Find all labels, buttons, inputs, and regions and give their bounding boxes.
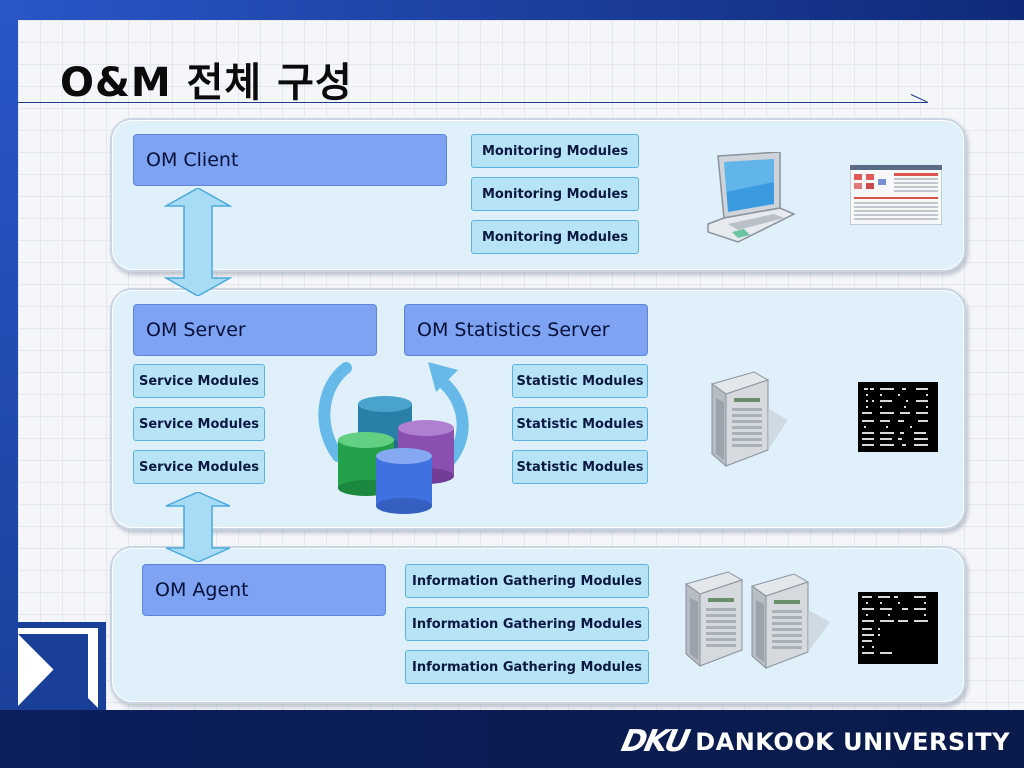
om-server-box: OM Server [133, 304, 377, 356]
service-module-1: Service Modules [133, 364, 265, 398]
frame-top-bar [0, 0, 1024, 20]
service-module-2: Service Modules [133, 407, 265, 441]
slide-title: O&M 전체 구성 [60, 60, 353, 106]
corner-decoration [18, 622, 106, 710]
frame-left-bar [0, 0, 18, 768]
service-module-3: Service Modules [133, 450, 265, 484]
dashboard-screenshot-icon [850, 165, 942, 225]
footer-bar [0, 710, 1024, 768]
slide-canvas: O&M 전체 구성 OM Client Monitoring Modules M… [18, 20, 1024, 710]
monitoring-module-2: Monitoring Modules [471, 177, 639, 211]
database-cluster-icon [338, 396, 454, 514]
laptop-icon [707, 152, 796, 243]
server-tower-icon [750, 573, 830, 670]
terminal-screen-icon [858, 592, 938, 664]
client-server-double-arrow [164, 188, 232, 296]
logo-text: DANKOOK UNIVERSITY [695, 727, 1010, 756]
info-gathering-module-1: Information Gathering Modules [405, 564, 649, 598]
om-client-box: OM Client [133, 134, 447, 186]
statistic-module-1: Statistic Modules [512, 364, 648, 398]
server-agent-double-arrow [165, 492, 231, 562]
om-statistics-server-box: OM Statistics Server [404, 304, 648, 356]
monitoring-module-1: Monitoring Modules [471, 134, 639, 168]
cycle-arrows-icon [318, 362, 469, 466]
db-cylinder-blue [376, 448, 432, 514]
server-tower-icon [684, 571, 744, 668]
statistic-module-3: Statistic Modules [512, 450, 648, 484]
terminal-screen-icon [858, 382, 938, 452]
info-gathering-module-2: Information Gathering Modules [405, 607, 649, 641]
title-underline [18, 102, 928, 103]
monitoring-module-3: Monitoring Modules [471, 220, 639, 254]
statistic-module-2: Statistic Modules [512, 407, 648, 441]
logo-mark: DKU [618, 724, 691, 759]
university-logo: DKU DANKOOK UNIVERSITY [618, 724, 1010, 759]
server-tower-icon [710, 371, 788, 468]
om-agent-box: OM Agent [142, 564, 386, 616]
info-gathering-module-3: Information Gathering Modules [405, 650, 649, 684]
